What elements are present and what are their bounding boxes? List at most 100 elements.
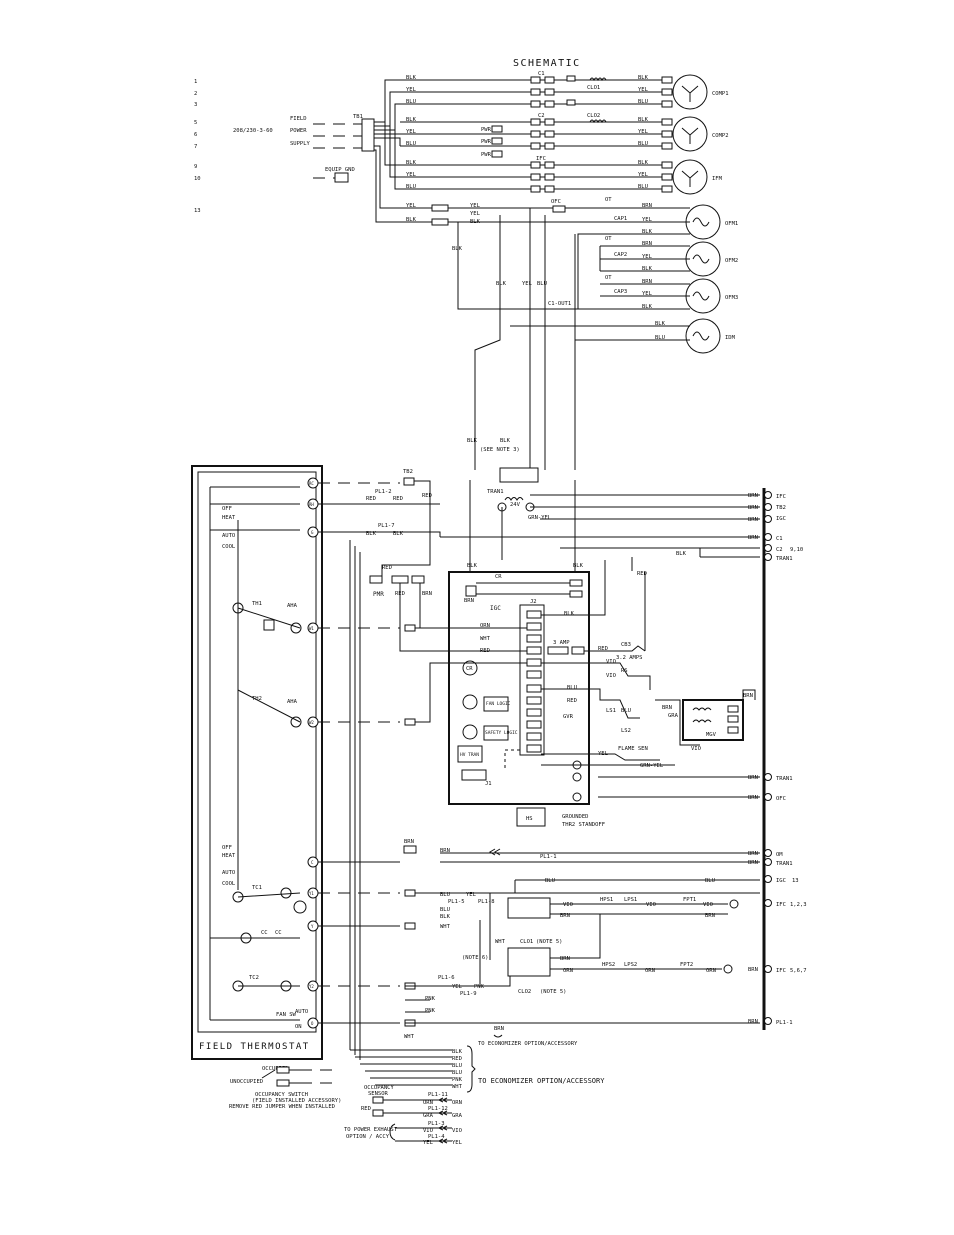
wire-blk: BLK (500, 438, 511, 444)
heater-icon (566, 75, 576, 82)
lps2-label: LPS2 (624, 962, 637, 968)
tb2-label: TB2 (403, 469, 413, 475)
wire-blk: BLK (573, 563, 584, 569)
wire-brn: BRN (748, 1019, 758, 1025)
wire-color: BLK (638, 160, 649, 166)
wire-blu: BLU (537, 281, 547, 287)
feeder-wires (374, 79, 401, 223)
wire-blu: BLU (545, 878, 555, 884)
wire-color: BLU (638, 141, 648, 147)
cap1-label: CAP1 (614, 216, 627, 222)
wire-color: BLU (638, 184, 648, 190)
wire-blk: BLK (440, 914, 451, 920)
terminal-y1: Y1 (309, 891, 314, 896)
wire-yel: YEL (642, 217, 653, 223)
note5: (NOTE 5) (540, 989, 567, 995)
wire-vio: VIO (563, 902, 573, 908)
pwr-tag: PWR (481, 152, 492, 158)
pl1-4-label: PL1-4 (428, 1134, 445, 1140)
cr-label: CR (495, 574, 502, 580)
wire-color: BLU (638, 99, 648, 105)
wire-color: YEL (406, 172, 417, 178)
wire-color: BLU (406, 141, 416, 147)
wire-red: RED (598, 646, 608, 652)
line-number: 5 (194, 120, 197, 126)
heater-icon (566, 99, 576, 106)
pl1-7-label: PL1-7 (378, 523, 395, 529)
terminal-c: C (311, 860, 314, 865)
terminal-w1: W1 (309, 626, 314, 631)
switch-off: OFF (222, 506, 232, 512)
wire-blk: BLK (393, 531, 404, 537)
pl1-9-label: PL1-9 (460, 991, 477, 997)
hs-label: HS (526, 816, 533, 822)
occ-switch-3: REMOVE RED JUMPER WHEN INSTALLED (229, 1104, 335, 1110)
switch-auto: AUTO (222, 533, 235, 539)
igc-label: IGC (490, 605, 501, 612)
switch-off: OFF (222, 845, 232, 851)
bus-terminal-label: C1 (776, 536, 783, 542)
wire-brn: BRN (748, 967, 758, 973)
motor-label-comp1: COMP1 (712, 91, 729, 97)
clo1-box (507, 897, 551, 919)
gas-valve-circuit: CB3 3.2 AMPS RED VIO RS VIO LS1 LS2 GRA … (541, 557, 756, 769)
wire-brn: BRN (748, 795, 758, 801)
comp2-motor-icon (672, 116, 708, 152)
wire-vio: VIO (606, 659, 616, 665)
hs-box (516, 807, 546, 827)
wire-yel: YEL (642, 254, 653, 260)
wire-color: BLK (638, 75, 649, 81)
power-exhaust-2: OPTION / ACCY (346, 1134, 390, 1140)
pwr-tag: PWR (481, 127, 492, 133)
econ-wire-red: RED (452, 1056, 462, 1062)
coil-icon (589, 77, 607, 82)
mgv-box (682, 699, 744, 741)
ofm1-motor-icon (685, 204, 721, 240)
field-wiring: TB2 PL1-2 PL1-7 RED RED RED BLK BLK RED … (318, 469, 647, 1060)
ofm2-motor-icon (685, 241, 721, 277)
wire-blk: BLK (406, 217, 417, 223)
bus-igc-suffix: 13 (792, 878, 799, 884)
wire-color: YEL (406, 129, 417, 135)
wire-pnk: PNK (425, 1008, 436, 1014)
pl1-1-label: PL1-1 (540, 854, 557, 860)
wire-brn: BRN (642, 203, 652, 209)
wire-blk: BLK (655, 321, 666, 327)
bus-terminal-label: IFC (776, 968, 786, 974)
j1-label: J1 (485, 781, 492, 787)
wire-color: BLU (406, 99, 416, 105)
fpt1-label: FPT1 (683, 897, 696, 903)
terminal-o: O (311, 1021, 314, 1026)
wire-brn: BRN (743, 693, 753, 699)
wire-yel: YEL (470, 203, 481, 209)
bus-terminal-label: PL1-1 (776, 1020, 793, 1026)
wire-blk: BLK (467, 563, 478, 569)
fan-auto-label: AUTO (295, 1009, 308, 1015)
wire-red: RED (567, 698, 577, 704)
wire-wht: WHT (495, 939, 506, 945)
wire-vio: VIO (606, 673, 616, 679)
wire-color: YEL (638, 87, 649, 93)
ofc-label: OFC (551, 199, 561, 205)
motors: COMP1 COMP2 IFM OFM1 OFM2 OFM3 IDM (672, 74, 738, 354)
bus-terminal-label: OFC (776, 796, 786, 802)
occ-sensor-1: OCCUPANCY (364, 1085, 394, 1091)
wire-brn: BRN (662, 705, 672, 711)
unoccupied-label: UNOCCUPIED (230, 1079, 263, 1085)
line-number: 7 (194, 144, 197, 150)
cap3-label: CAP3 (614, 289, 627, 295)
wire-orn: ORN (563, 968, 573, 974)
line-number: 2 (194, 91, 197, 97)
wire-orn: ORN (452, 1100, 462, 1106)
hps2-label: HPS2 (602, 962, 615, 968)
econ-wire-blu: BLU (452, 1070, 462, 1076)
coil-icon (589, 119, 607, 124)
tran1-label: TRAN1 (487, 489, 504, 495)
line-numbers: 1 2 3 5 6 7 9 10 13 (194, 79, 201, 214)
wire-brn: BRN (440, 848, 450, 854)
wire-brn: BRN (422, 591, 432, 597)
gvr-coil-icon (462, 724, 478, 740)
wire-gra: GRA (452, 1113, 463, 1119)
wire-vio: VIO (691, 746, 701, 752)
econ-wire-blk: BLK (452, 1049, 463, 1055)
